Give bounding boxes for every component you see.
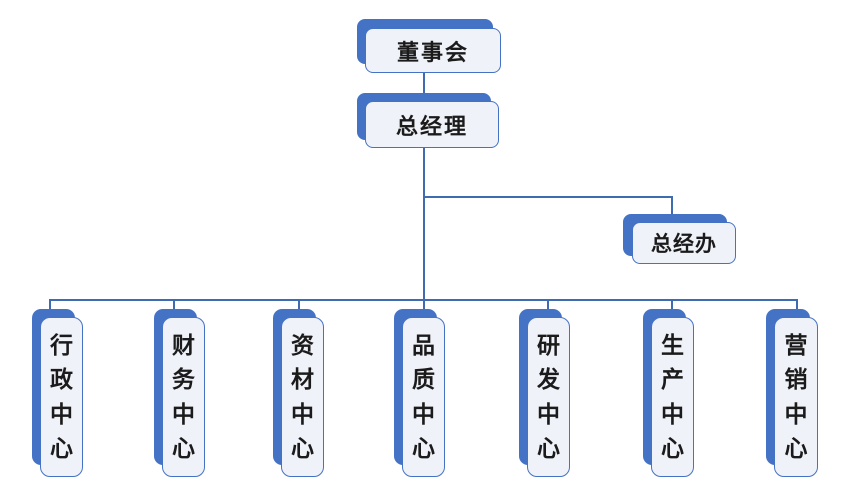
node-general-manager-label: 总经理 bbox=[395, 113, 468, 139]
node-gm-office-label: 总经办 bbox=[651, 232, 717, 256]
node-dept-face: 营销中心 bbox=[774, 317, 818, 477]
node-dept-materials-center: 资材中心 bbox=[273, 309, 324, 477]
node-dept-administrative-center: 行政中心 bbox=[32, 309, 83, 477]
node-dept-face: 行政中心 bbox=[40, 317, 83, 477]
node-dept-finance-center: 财务中心 bbox=[154, 309, 205, 477]
node-dept-rd-center: 研发中心 bbox=[519, 309, 570, 477]
node-dept-marketing-center: 营销中心 bbox=[766, 309, 818, 477]
node-dept-label: 研发中心 bbox=[537, 332, 560, 462]
node-dept-label: 品质中心 bbox=[412, 332, 435, 462]
node-dept-label: 生产中心 bbox=[661, 332, 684, 462]
node-general-manager: 总经理 bbox=[357, 93, 499, 148]
node-board: 董事会 bbox=[357, 19, 501, 73]
node-dept-quality-center: 品质中心 bbox=[394, 309, 445, 477]
node-dept-face: 生产中心 bbox=[651, 317, 694, 477]
node-dept-label: 资材中心 bbox=[291, 332, 314, 462]
node-dept-production-center: 生产中心 bbox=[643, 309, 694, 477]
node-general-manager-face: 总经理 bbox=[365, 101, 499, 148]
node-dept-face: 品质中心 bbox=[402, 317, 445, 477]
node-board-label: 董事会 bbox=[396, 39, 469, 65]
node-gm-office: 总经办 bbox=[623, 214, 736, 264]
node-dept-face: 资材中心 bbox=[281, 317, 324, 477]
node-dept-face: 财务中心 bbox=[162, 317, 205, 477]
node-dept-label: 财务中心 bbox=[172, 332, 195, 462]
node-gm-office-face: 总经办 bbox=[632, 222, 736, 264]
edge-gm-to-gm-office bbox=[424, 196, 673, 222]
node-dept-face: 研发中心 bbox=[527, 317, 570, 477]
node-dept-label: 营销中心 bbox=[784, 332, 808, 462]
node-board-face: 董事会 bbox=[365, 28, 501, 73]
node-dept-label: 行政中心 bbox=[50, 332, 73, 462]
